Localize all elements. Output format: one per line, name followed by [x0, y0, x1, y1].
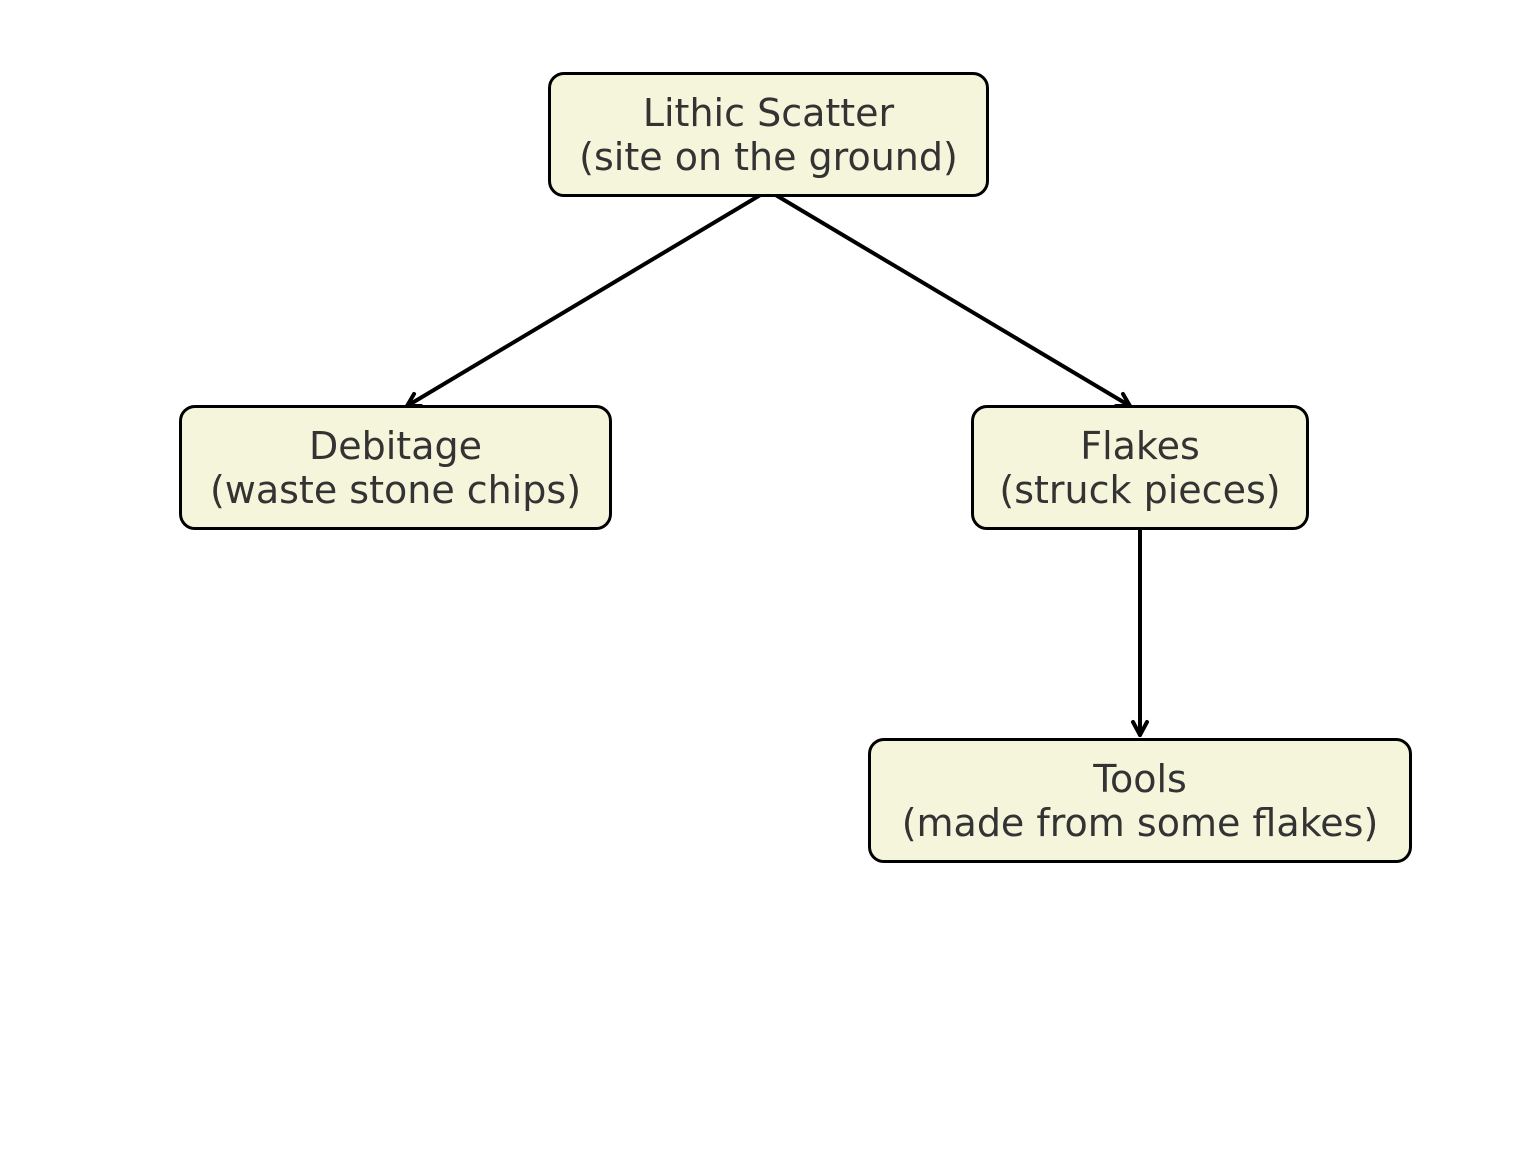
node-debitage: Debitage (waste stone chips) [179, 405, 612, 530]
node-flakes-subtitle: (struck pieces) [999, 467, 1281, 512]
node-lithic-scatter-subtitle: (site on the ground) [579, 134, 958, 179]
edge-lithic-to-debitage [405, 192, 764, 408]
node-lithic-scatter: Lithic Scatter (site on the ground) [548, 72, 989, 197]
edge-flakes-to-tools [1131, 528, 1149, 737]
node-flakes: Flakes (struck pieces) [971, 405, 1309, 530]
node-tools-subtitle: (made from some flakes) [901, 800, 1379, 845]
node-tools: Tools (made from some flakes) [868, 738, 1412, 863]
node-tools-title: Tools [1093, 756, 1187, 801]
diagram-edges [405, 192, 1149, 737]
node-lithic-scatter-title: Lithic Scatter [642, 90, 895, 135]
node-debitage-title: Debitage [308, 423, 482, 468]
node-flakes-title: Flakes [1080, 423, 1200, 468]
node-debitage-subtitle: (waste stone chips) [209, 467, 582, 512]
edge-lithic-to-flakes [772, 192, 1132, 408]
